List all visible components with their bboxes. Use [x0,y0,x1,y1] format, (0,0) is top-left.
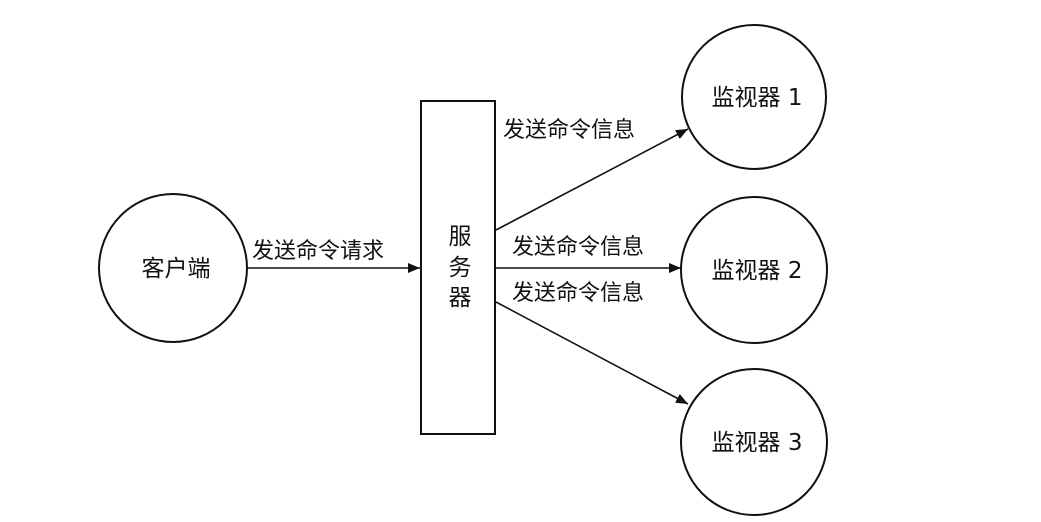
monitor-1-label: 监视器 1 [712,85,803,111]
server-label-char-2: 务 [449,255,472,281]
monitor-3-node: 监视器 3 [680,368,828,516]
monitor-1-circle [681,24,827,170]
monitor-3-label: 监视器 3 [712,430,803,456]
edge-label-server-to-monitor-1: 发送命令信息 [503,118,635,143]
client-node: 客户端 [98,193,248,343]
edge-label-server-to-monitor-2: 发送命令信息 [512,235,644,260]
monitor-2-label: 监视器 2 [712,258,803,284]
server-node: 服 务 器 [420,100,496,435]
edge-label-server-to-monitor-3: 发送命令信息 [512,281,644,306]
monitor-2-circle [680,196,828,344]
client-label: 客户端 [142,256,211,282]
monitor-2-node: 监视器 2 [680,196,828,344]
server-label-char-3: 器 [449,285,472,311]
server-box [420,100,496,435]
edge-server-to-monitor-3 [495,301,689,405]
monitor-1-node: 监视器 1 [681,24,827,170]
monitor-3-circle [680,368,828,516]
edge-server-to-monitor-1 [495,128,689,231]
server-label-char-1: 服 [449,224,472,250]
edge-label-client-to-server: 发送命令请求 [252,239,384,264]
